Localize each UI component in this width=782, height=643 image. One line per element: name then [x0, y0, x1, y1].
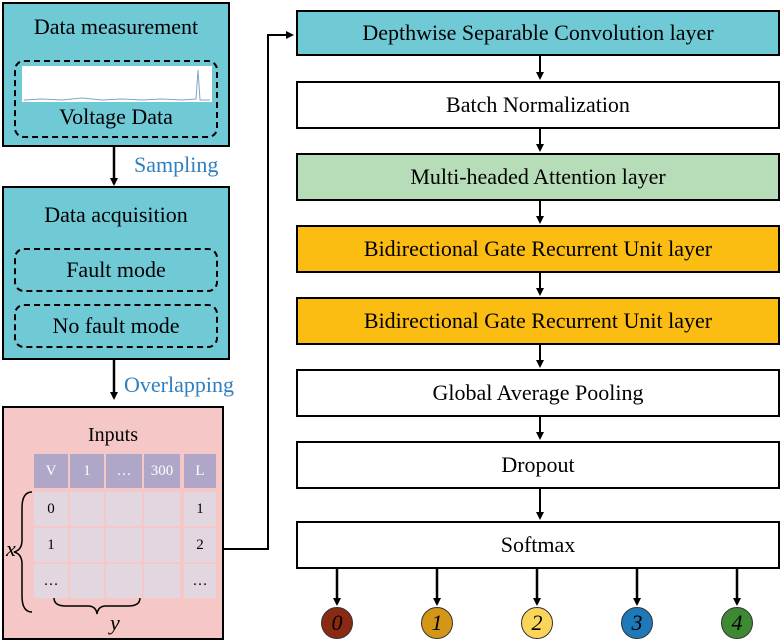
output-class-1: 1	[421, 607, 453, 639]
table-cell	[144, 492, 180, 526]
table-header-cell: L	[184, 454, 216, 488]
table-row-label: …	[184, 564, 216, 598]
output-class-4: 4	[721, 607, 753, 639]
table-row-index: 0	[34, 492, 68, 526]
layer-dropout: Dropout	[296, 441, 780, 489]
inputs-title: Inputs	[88, 424, 138, 446]
overlapping-label: Overlapping	[124, 372, 234, 397]
layer-depthwise-conv: Depthwise Separable Convolution layer	[296, 10, 780, 56]
inputs-box: Inputs V 1 … 300 L 0 1 1 2 … … x y	[2, 406, 224, 640]
table-cell	[70, 492, 104, 526]
table-row-index: …	[34, 564, 68, 598]
data-measurement-title: Data measurement	[33, 14, 199, 39]
data-measurement-box: Data measurement Voltage Data	[2, 2, 230, 147]
fault-mode-box: Fault mode	[14, 248, 218, 292]
table-cell	[106, 528, 142, 562]
table-cell	[144, 564, 180, 598]
table-cell	[70, 528, 104, 562]
output-class-0: 0	[321, 607, 353, 639]
layer-attention: Multi-headed Attention layer	[296, 153, 780, 201]
layer-global-average-pooling: Global Average Pooling	[296, 369, 780, 417]
table-header-cell: …	[106, 454, 142, 488]
voltage-signal-plot	[22, 66, 212, 102]
layer-softmax: Softmax	[296, 521, 780, 569]
voltage-data-label: Voltage Data	[59, 104, 173, 129]
table-header-cell: V	[34, 454, 68, 488]
voltage-data-region: Voltage Data	[14, 60, 218, 138]
layer-bigru-2: Bidirectional Gate Recurrent Unit layer	[296, 297, 780, 345]
output-class-2: 2	[521, 607, 553, 639]
sampling-label: Sampling	[134, 152, 219, 177]
table-cell	[70, 564, 104, 598]
layer-batch-normalization: Batch Normalization	[296, 81, 780, 129]
table-row-label: 2	[184, 528, 216, 562]
output-class-3: 3	[621, 607, 653, 639]
no-fault-mode-box: No fault mode	[14, 304, 218, 348]
data-acquisition-box: Data acquisition Fault mode No fault mod…	[2, 186, 230, 360]
table-header-cell: 1	[70, 454, 104, 488]
table-cell	[106, 564, 142, 598]
y-label: y	[110, 610, 120, 635]
table-cell	[144, 528, 180, 562]
x-brace	[13, 491, 33, 613]
table-row-index: 1	[34, 528, 68, 562]
data-acquisition-title: Data acquisition	[44, 202, 188, 227]
arrow-inputs-to-network	[224, 31, 294, 550]
table-header-cell: 300	[144, 454, 180, 488]
y-brace	[53, 597, 141, 615]
table-row-label: 1	[184, 492, 216, 526]
layer-bigru-1: Bidirectional Gate Recurrent Unit layer	[296, 225, 780, 273]
x-label: x	[6, 536, 16, 561]
table-cell	[106, 492, 142, 526]
